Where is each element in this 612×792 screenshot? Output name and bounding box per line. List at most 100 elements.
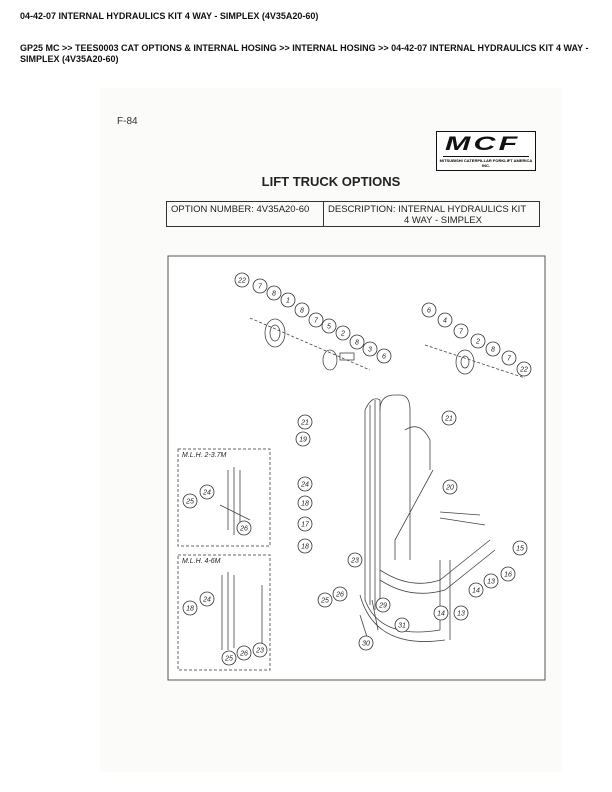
callout-circle [221, 650, 237, 666]
callout-number: 29 [378, 603, 387, 610]
callout-number: 8 [491, 347, 495, 354]
callout-number: 2 [340, 331, 345, 338]
callout-number: 24 [202, 597, 211, 604]
callout-number: 26 [335, 592, 344, 599]
callout-circle [347, 552, 363, 568]
callout-number: 30 [362, 641, 370, 648]
callout-number: 14 [437, 611, 445, 618]
callout-number: 21 [300, 420, 309, 427]
callout-number: 26 [239, 651, 248, 658]
callout-circle [297, 495, 313, 511]
callout-number: 14 [472, 588, 480, 595]
callout-number: 7 [459, 329, 464, 336]
diagram-frame [167, 255, 546, 681]
callout-number: 24 [202, 490, 211, 497]
callout-number: 7 [258, 284, 263, 291]
callout-number: 15 [516, 546, 524, 553]
callout-circle [512, 540, 528, 556]
callout-circle [252, 642, 268, 658]
callout-circle [358, 635, 374, 651]
callout-circle [266, 285, 282, 301]
figure-number: F-84 [117, 116, 138, 127]
breadcrumb: GP25 MC >> TEES0003 CAT OPTIONS & INTERN… [20, 43, 589, 64]
inset-label-2: M.L.H. 4-6M [182, 558, 221, 565]
callout-circle [500, 566, 516, 582]
callout-circle [437, 312, 453, 328]
option-description: DESCRIPTION: INTERNAL HYDRAULICS KIT 4 W… [328, 204, 527, 226]
callout-circle [421, 302, 437, 318]
callout-number: 4 [443, 318, 447, 325]
callout-circle [375, 597, 391, 613]
inset-label-1: M.L.H. 2-3.7M [182, 452, 227, 459]
callout-circle [441, 410, 457, 426]
hose-drawing [219, 317, 526, 650]
callout-circle [362, 341, 378, 357]
callout-number: 6 [382, 354, 386, 361]
callout-circle [433, 605, 449, 621]
callout-circle [236, 520, 252, 536]
callout-circle [199, 484, 215, 500]
callout-circle [501, 350, 517, 366]
page-title: 04-42-07 INTERNAL HYDRAULICS KIT 4 WAY -… [20, 11, 319, 21]
callout-number: 16 [504, 572, 512, 579]
callout-circle [297, 516, 313, 532]
callout-number: 18 [301, 501, 309, 508]
inset-box-2 [177, 554, 271, 671]
option-table: OPTION NUMBER: 4V35A20-60 DESCRIPTION: I… [166, 201, 540, 227]
callout-circle [468, 582, 484, 598]
callout-number: 8 [300, 308, 304, 315]
callout-number: 31 [398, 623, 406, 630]
callout-number: 23 [255, 648, 264, 655]
callout-circle [394, 617, 410, 633]
callout-number: 5 [327, 324, 331, 331]
callout-circle [234, 272, 250, 288]
callout-circle [516, 361, 532, 377]
callout-circle [199, 591, 215, 607]
callout-circle [297, 414, 313, 430]
callout-number: 25 [224, 656, 233, 663]
callout-number: 3 [368, 347, 372, 354]
callout-circle [376, 348, 392, 364]
callout-circle [483, 573, 499, 589]
callout-circle [453, 605, 469, 621]
callout-circle [252, 278, 268, 294]
option-number: OPTION NUMBER: 4V35A20-60 [167, 202, 324, 226]
callout-circle [442, 479, 458, 495]
callout-circle [297, 476, 313, 492]
callout-number: 7 [314, 318, 319, 325]
callout-number: 25 [320, 598, 329, 605]
callout-circle [321, 318, 337, 334]
callout-number: 21 [444, 416, 453, 423]
inset-box-1 [177, 448, 271, 547]
callout-number: 18 [301, 544, 309, 551]
callout-number: 8 [272, 291, 276, 298]
callout-circle [182, 493, 198, 509]
callout-number: 19 [299, 437, 307, 444]
callout-number: 17 [301, 522, 310, 529]
callout-circle [332, 586, 348, 602]
callout-number: 20 [445, 485, 454, 492]
callout-number: 22 [519, 367, 528, 374]
callout-number: 8 [355, 340, 359, 347]
callout-number: 13 [457, 611, 465, 618]
mcf-logo: MCF MITSUBISHI CATERPILLAR FORKLIFT AMER… [436, 131, 536, 171]
callout-circle [308, 312, 324, 328]
callout-number: 13 [487, 579, 495, 586]
callout-circle [297, 538, 313, 554]
callout-circle [470, 333, 486, 349]
callout-number: 6 [427, 308, 431, 315]
callout-circle [236, 645, 252, 661]
callout-number: 24 [300, 482, 309, 489]
callout-number: 1 [286, 298, 290, 305]
sheet-title: LIFT TRUCK OPTIONS [261, 174, 401, 189]
callout-circle [317, 592, 333, 608]
callout-circle [182, 600, 198, 616]
callout-circle [280, 292, 296, 308]
callout-number: 22 [237, 278, 246, 285]
callout-number: 23 [350, 558, 359, 565]
callout-circle [453, 323, 469, 339]
callout-number: 2 [475, 339, 480, 346]
callout-number: 26 [239, 526, 248, 533]
